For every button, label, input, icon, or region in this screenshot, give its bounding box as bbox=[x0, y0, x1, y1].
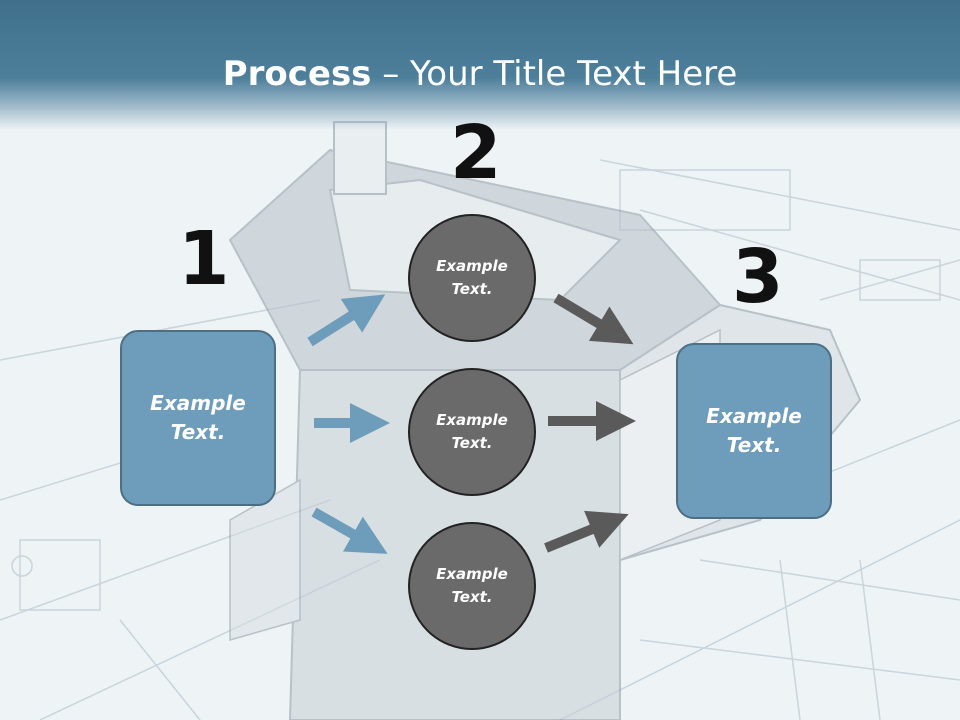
step-2-circle-middle: Example Text. bbox=[408, 368, 536, 496]
step-3-number: 3 bbox=[732, 234, 784, 320]
step-1-label: Example Text. bbox=[150, 391, 246, 444]
page-title: Process – Your Title Text Here bbox=[0, 52, 960, 96]
step-2-number: 2 bbox=[450, 110, 502, 196]
title-rest: – Your Title Text Here bbox=[371, 54, 738, 94]
step-2-circle-bottom-label: Example Text. bbox=[436, 565, 508, 606]
arrow-left-to-bottom bbox=[311, 507, 388, 554]
arrow-left-to-top bbox=[307, 294, 386, 347]
step-1-box: Example Text. bbox=[120, 330, 276, 506]
title-bold: Process bbox=[222, 54, 372, 94]
step-2-circle-top-label: Example Text. bbox=[436, 257, 508, 298]
step-3-box: Example Text. bbox=[676, 343, 832, 519]
step-2-circle-bottom: Example Text. bbox=[408, 522, 536, 650]
arrow-top-to-right bbox=[553, 293, 634, 345]
step-3-label: Example Text. bbox=[706, 404, 802, 457]
step-1-number: 1 bbox=[178, 216, 230, 302]
step-2-circle-top: Example Text. bbox=[408, 214, 536, 342]
arrow-bottom-to-right bbox=[544, 510, 629, 553]
step-2-circle-middle-label: Example Text. bbox=[436, 411, 508, 452]
header-bar bbox=[0, 0, 960, 130]
